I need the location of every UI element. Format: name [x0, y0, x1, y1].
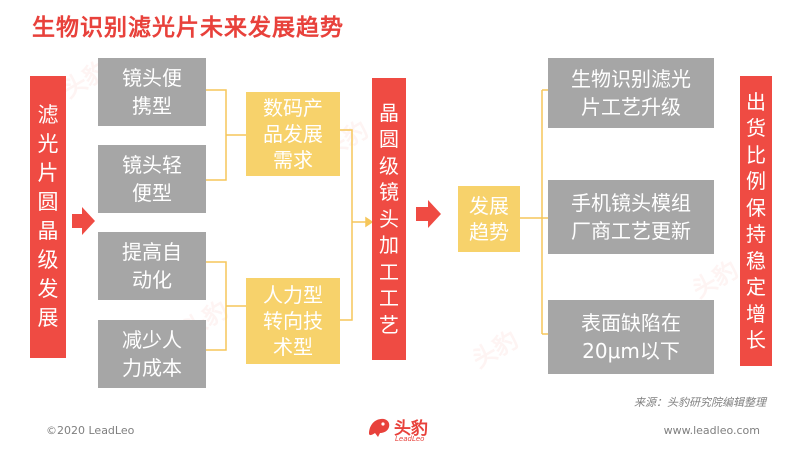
gray-box-light-lens: 镜头轻 便型: [98, 145, 206, 213]
connector-bracket: [206, 89, 227, 181]
gray-box-filter-upgrade: 生物识别滤光 片工艺升级: [548, 58, 714, 128]
center-red-label: 晶圆级镜头加工工艺: [372, 78, 406, 360]
right-red-label-text: 出货比例保持稳定增长: [746, 89, 766, 353]
yellow-box-trend: 发展 趋势: [458, 186, 520, 252]
logo-name: 头豹: [394, 419, 428, 439]
left-red-label: 滤光片圆晶级发展: [30, 76, 66, 358]
arrow-right-icon: [428, 200, 441, 228]
gray-box-automation: 提高自 动化: [98, 232, 206, 300]
arrow-right-icon: [82, 207, 95, 235]
yellow-box-labor-to-tech: 人力型 转向技 术型: [246, 278, 340, 364]
yellow-box-digital-demand: 数码产 品发展 需求: [246, 92, 340, 176]
center-red-label-text: 晶圆级镜头加工工艺: [379, 100, 399, 337]
source-note: 来源：头豹研究院编辑整理: [634, 396, 766, 409]
right-red-label: 出货比例保持稳定增长: [740, 76, 772, 366]
gray-box-labor-cost: 减少人 力成本: [98, 320, 206, 388]
gray-box-surface-defect: 表面缺陷在 20μm以下: [548, 300, 714, 374]
logo-subtitle: LeadLeo: [395, 435, 425, 443]
connector-bracket: [206, 261, 227, 351]
footer-website: www.leadleo.com: [663, 424, 760, 437]
arrow-right-icon-stem: [72, 214, 82, 228]
page-title: 生物识别滤光片未来发展趋势: [32, 15, 344, 41]
gray-box-portable-lens: 镜头便 携型: [98, 58, 206, 126]
leopard-logo-icon: [369, 418, 390, 437]
arrow-right-icon-stem: [416, 207, 428, 221]
connector-arrowhead: [365, 216, 374, 228]
gray-box-module-update: 手机镜头模组 厂商工艺更新: [548, 180, 714, 254]
footer-copyright: ©2020 LeadLeo: [46, 424, 135, 437]
connector-bracket: [340, 129, 353, 321]
left-red-label-text: 滤光片圆晶级发展: [37, 103, 59, 330]
